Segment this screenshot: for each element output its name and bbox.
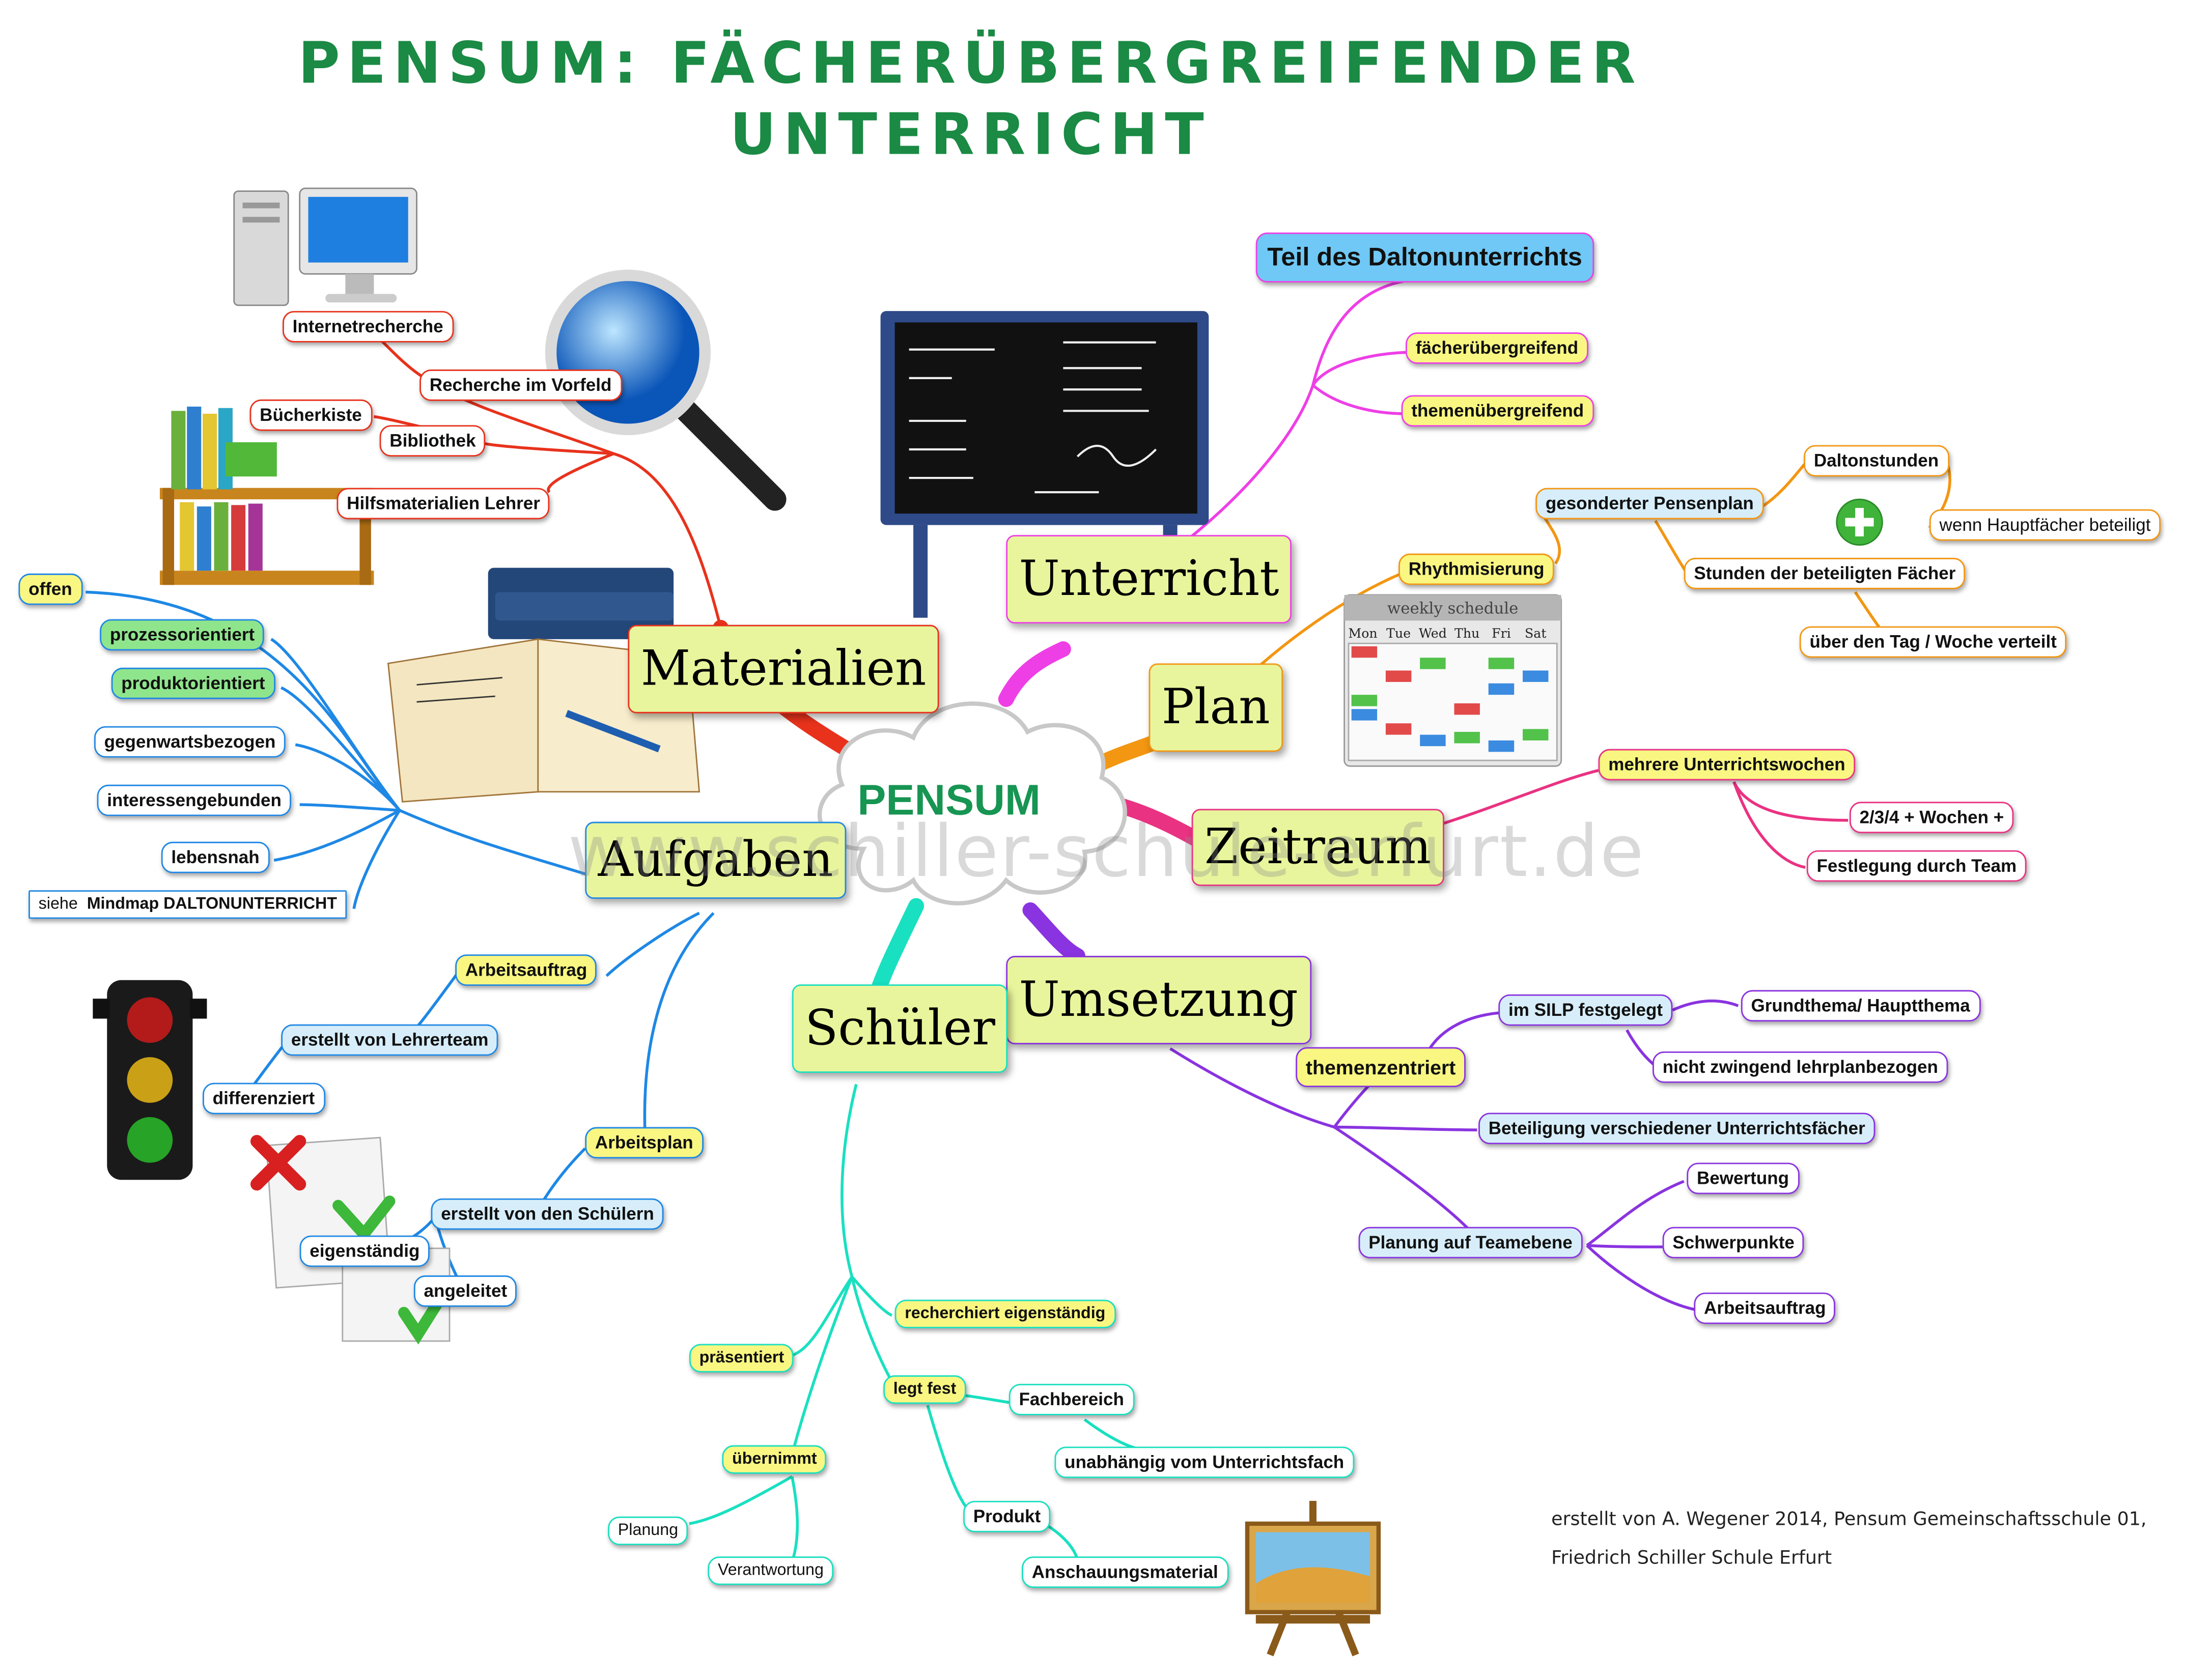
- node-ueber-den-tag-woche-verteilt[interactable]: über den Tag / Woche verteilt: [1799, 626, 2067, 658]
- node-gesonderter-pensenplan[interactable]: gesonderter Pensenplan: [1535, 488, 1764, 520]
- schedule-day: Thu: [1454, 626, 1479, 641]
- branch-plan[interactable]: Plan: [1149, 663, 1283, 752]
- node-uebernimmt[interactable]: übernimmt: [722, 1445, 827, 1474]
- plus-icon: [1836, 498, 1883, 546]
- traffic-light-icon: [93, 980, 207, 1180]
- branch-line-unterricht: [998, 641, 1071, 707]
- node-internetrecherche[interactable]: Internetrecherche: [283, 311, 454, 343]
- central-topic[interactable]: PENSUM: [857, 777, 1041, 825]
- node-buecherkiste[interactable]: Bücherkiste: [249, 399, 372, 431]
- schedule-day: Fri: [1492, 626, 1511, 641]
- siehe-mindmap-link: Mindmap DALTONUNTERRICHT: [87, 896, 337, 914]
- node-wochen[interactable]: 2/3/4 + Wochen +: [1849, 802, 2014, 834]
- chalkboard-icon: [880, 311, 1209, 618]
- bookshelf-icon: [159, 406, 374, 585]
- node-differenziert[interactable]: differenziert: [203, 1083, 325, 1115]
- node-produkt[interactable]: Produkt: [963, 1500, 1051, 1532]
- schedule-day: Mon: [1348, 626, 1377, 641]
- node-eigenstaendig[interactable]: eigenständig: [299, 1235, 430, 1267]
- node-grundthema-hauptthema[interactable]: Grundthema/ Hauptthema: [1741, 990, 1980, 1022]
- node-legt-fest[interactable]: legt fest: [883, 1375, 967, 1404]
- node-lebensnah[interactable]: lebensnah: [161, 841, 270, 873]
- node-mehrere-unterrichtswochen[interactable]: mehrere Unterrichtswochen: [1598, 749, 1856, 781]
- node-bibliothek[interactable]: Bibliothek: [379, 425, 486, 457]
- node-teil-des-daltonunterrichts[interactable]: Teil des Daltonunterrichts: [1255, 232, 1594, 283]
- node-bewertung[interactable]: Bewertung: [1687, 1162, 1799, 1194]
- node-angeleitet[interactable]: angeleitet: [413, 1275, 517, 1307]
- schedule-day: Tue: [1386, 626, 1411, 641]
- branch-line-schueler: [870, 898, 925, 1000]
- central-cloud-shape: [817, 701, 1127, 905]
- schedule-day: Wed: [1419, 626, 1447, 641]
- node-praesentiert[interactable]: präsentiert: [689, 1344, 794, 1373]
- branch-unterricht[interactable]: Unterricht: [1006, 535, 1292, 623]
- node-recherchiert-eigenstaendig[interactable]: recherchiert eigenständig: [894, 1299, 1116, 1328]
- branch-zeitraum[interactable]: Zeitraum: [1191, 809, 1444, 886]
- node-unabhaengig-vom-unterrichtsfach[interactable]: unabhängig vom Unterrichtsfach: [1054, 1446, 1354, 1478]
- node-gegenwartsbezogen[interactable]: gegenwartsbezogen: [94, 726, 286, 758]
- page-title-line-1: PENSUM: FÄCHERÜBERGREIFENDER: [298, 31, 1643, 97]
- node-planung[interactable]: Planung: [608, 1516, 688, 1545]
- node-produktorientiert[interactable]: produktorientiert: [111, 667, 275, 699]
- node-arbeitsplan[interactable]: Arbeitsplan: [585, 1127, 704, 1159]
- node-interessengebunden[interactable]: interessengebunden: [97, 784, 292, 816]
- page-title-line-2: UNTERRICHT: [730, 102, 1211, 168]
- branch-aufgaben[interactable]: Aufgaben: [585, 821, 846, 899]
- branch-materialien[interactable]: Materialien: [628, 624, 939, 714]
- node-nicht-zwingend-lehrplanbezogen[interactable]: nicht zwingend lehrplanbezogen: [1653, 1051, 1948, 1083]
- branch-umsetzung[interactable]: Umsetzung: [1006, 956, 1311, 1044]
- schedule-caption: weekly schedule: [1387, 599, 1519, 617]
- node-beteiligung-verschiedener-unterrichtsfaecher[interactable]: Beteiligung verschiedener Unterrichtsfäc…: [1478, 1113, 1875, 1145]
- credit-line-2: Friedrich Schiller Schule Erfurt: [1551, 1548, 1832, 1570]
- node-faecheruebergreifend[interactable]: fächerübergreifend: [1406, 332, 1588, 364]
- node-schwerpunkte[interactable]: Schwerpunkte: [1662, 1227, 1805, 1259]
- siehe-prefix: siehe: [38, 896, 78, 914]
- watermark: www.schiller-schule-erfurt.de: [568, 810, 1645, 893]
- node-erstellt-von-den-schuelern[interactable]: erstellt von den Schülern: [431, 1198, 664, 1230]
- node-verantwortung[interactable]: Verantwortung: [708, 1556, 834, 1585]
- weekly-schedule-icon: weekly schedule Mon Tue Wed Thu Fri Sat: [1343, 594, 1562, 767]
- easel-painting-icon: [1245, 1500, 1381, 1657]
- node-recherche-im-vorfeld[interactable]: Recherche im Vorfeld: [419, 369, 622, 401]
- node-rhythmisierung[interactable]: Rhythmisierung: [1398, 553, 1555, 585]
- node-arbeitsauftrag[interactable]: Arbeitsauftrag: [455, 954, 597, 986]
- node-stunden-der-beteiligten-faecher[interactable]: Stunden der beteiligten Fächer: [1684, 558, 1966, 589]
- node-planung-auf-teamebene[interactable]: Planung auf Teamebene: [1358, 1227, 1583, 1259]
- node-festlegung-durch-team[interactable]: Festlegung durch Team: [1806, 850, 2027, 882]
- node-themenuebergreifend[interactable]: themenübergreifend: [1401, 395, 1594, 427]
- node-siehe-mindmap[interactable]: siehe Mindmap DALTONUNTERRICHT: [29, 890, 347, 919]
- branch-line-umsetzung: [1022, 902, 1085, 964]
- node-wenn-hauptfaecher-beteiligt[interactable]: wenn Hauptfächer beteiligt: [1929, 509, 2161, 541]
- branch-schueler[interactable]: Schüler: [792, 984, 1009, 1073]
- node-fachbereich[interactable]: Fachbereich: [1009, 1384, 1134, 1415]
- node-im-silp-festgelegt[interactable]: im SILP festgelegt: [1498, 994, 1673, 1026]
- credit-line-1: erstellt von A. Wegener 2014, Pensum Gem…: [1551, 1509, 2147, 1531]
- schedule-day: Sat: [1525, 626, 1546, 641]
- node-daltonstunden[interactable]: Daltonstunden: [1804, 445, 1949, 477]
- node-themenzentriert[interactable]: themenzentriert: [1296, 1047, 1466, 1088]
- node-prozessorientiert[interactable]: prozessorientiert: [100, 619, 265, 651]
- computer-icon: [233, 187, 417, 306]
- node-erstellt-von-lehrerteam[interactable]: erstellt von Lehrerteam: [281, 1024, 499, 1056]
- node-anschauungsmaterial[interactable]: Anschauungsmaterial: [1022, 1556, 1228, 1588]
- node-hilfsmaterialien-lehrer[interactable]: Hilfsmaterialien Lehrer: [337, 488, 550, 520]
- node-offen[interactable]: offen: [18, 573, 82, 605]
- node-arbeitsauftrag-team[interactable]: Arbeitsauftrag: [1694, 1292, 1836, 1324]
